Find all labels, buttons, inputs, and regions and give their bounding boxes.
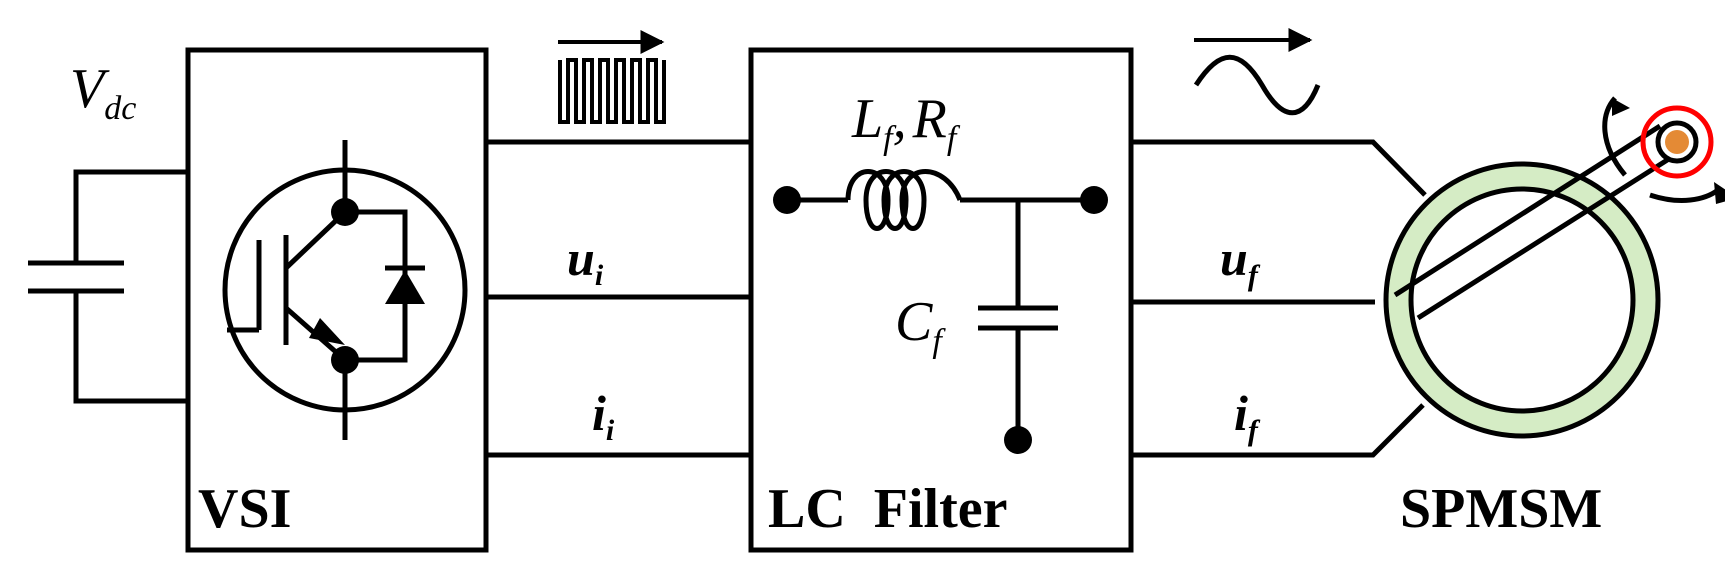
vsi-to-filter-lines [486, 139, 751, 458]
ii-label: ii [592, 385, 615, 447]
dc-capacitor-icon [28, 169, 188, 404]
sine-wave-icon [1193, 28, 1321, 116]
lc-filter-label: LC Filter [768, 478, 1007, 540]
vsi-label: VSI [198, 478, 291, 540]
motor-icon [1383, 96, 1725, 439]
vdc-label: Vdc [70, 58, 136, 127]
if-label: if [1234, 385, 1261, 447]
uf-label: uf [1220, 230, 1261, 292]
igbt-with-diode-icon [222, 140, 468, 440]
filter-to-motor-lines [1131, 139, 1427, 458]
vsi-block [185, 47, 489, 553]
filter-terminals [773, 186, 1108, 454]
cf-label: Cf [895, 291, 946, 360]
ui-label: ui [567, 230, 604, 292]
filter-capacitor-icon [978, 200, 1058, 440]
encoder-icon [1640, 105, 1714, 179]
igbt-fills [309, 198, 425, 374]
spmsm-label: SPMSM [1400, 478, 1602, 540]
pwm-pulse-icon [558, 30, 666, 124]
lf-rf-label: Lf,Rf [851, 88, 961, 157]
inductor-icon [787, 169, 1094, 231]
